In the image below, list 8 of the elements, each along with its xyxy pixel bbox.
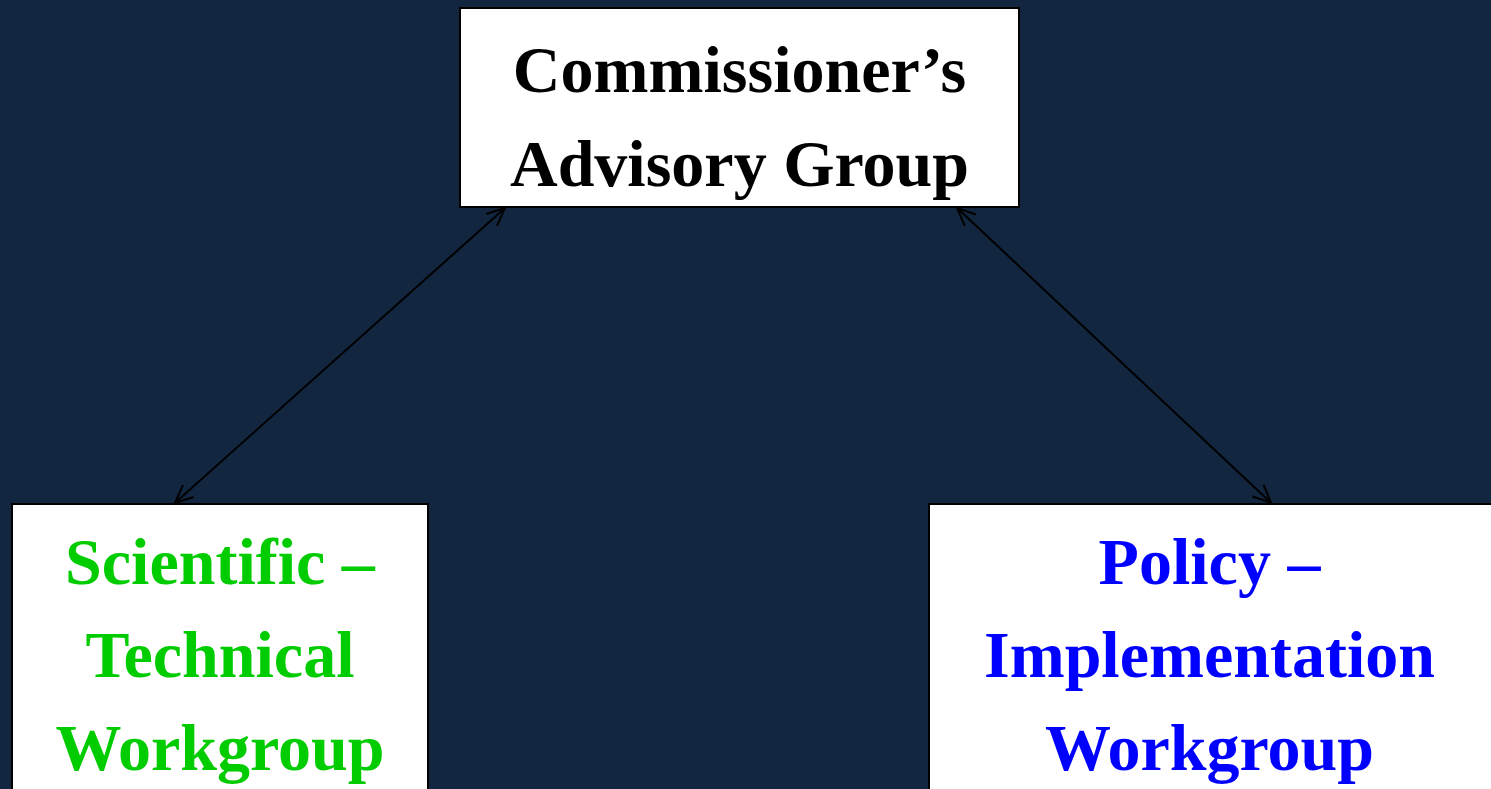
box-title: Scientific – Technical Workgroup: [54, 524, 386, 786]
box-title: Policy – Implementation Workgroup: [983, 524, 1436, 786]
workgroup-box: [928, 503, 1491, 789]
double-arrow: [956, 207, 1273, 504]
double-arrow: [173, 207, 506, 504]
workgroup-box: [11, 503, 429, 789]
workgroup-box: [459, 7, 1020, 208]
box-title: Commissioner’s Advisory Group: [508, 32, 970, 202]
